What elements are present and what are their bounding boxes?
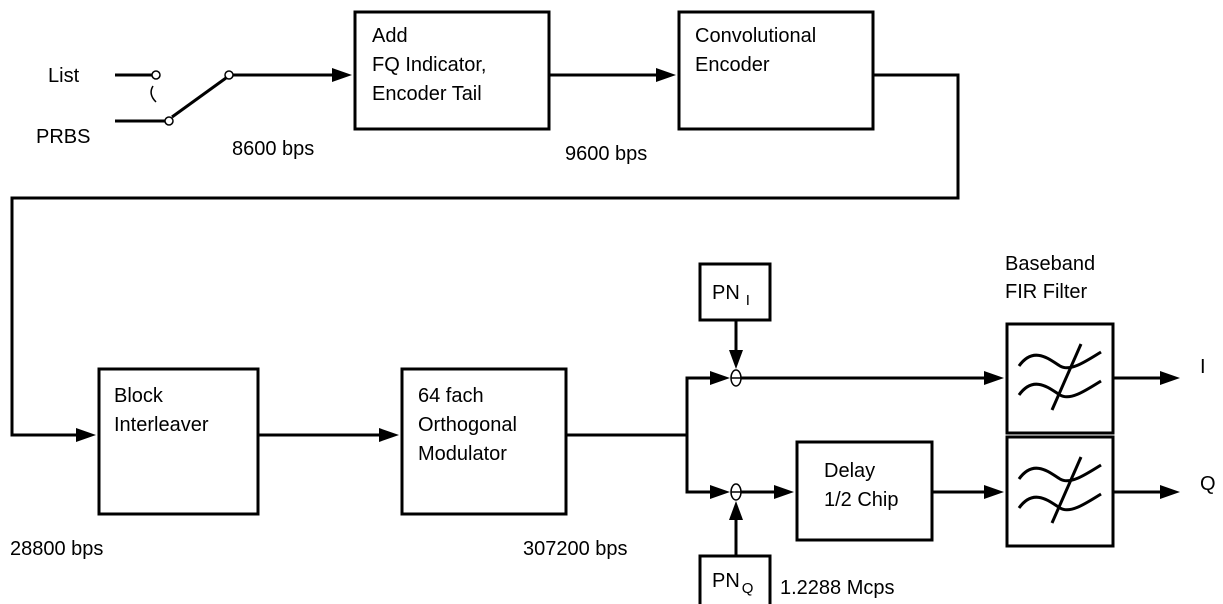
list-switch-contact	[151, 70, 161, 80]
arrow-output-i	[1160, 371, 1180, 385]
pn-i-block	[698, 262, 772, 322]
output-q-label: Q	[1200, 473, 1216, 495]
wire-split-q	[685, 435, 712, 494]
output-i-label: I	[1200, 356, 1206, 378]
modulator-line3: Modulator	[418, 443, 507, 465]
arrow-into-filter-q	[984, 485, 1004, 499]
add-block-line1: Add	[372, 25, 408, 47]
fir-filter-i	[1005, 322, 1115, 435]
arrow-into-mixer-q	[710, 485, 730, 499]
delay-line1: Delay	[824, 460, 875, 482]
orthogonal-modulator-block	[400, 367, 568, 516]
lowpass-filter-icon	[1017, 456, 1102, 524]
arrow-into-delay	[774, 485, 794, 499]
arrow-into-add	[332, 68, 352, 82]
filter-title-line1: Baseband	[1005, 253, 1095, 275]
block-interleaver	[97, 367, 260, 516]
chip-rate-label: 1.2288 Mcps	[780, 577, 895, 599]
input-prbs-label: PRBS	[36, 126, 90, 148]
filter-title-line2: FIR Filter	[1005, 281, 1088, 303]
arrow-into-interleaver	[76, 428, 96, 442]
fir-filter-q	[1005, 435, 1115, 548]
encoder-line2: Encoder	[695, 54, 770, 76]
delay-half-chip-block	[795, 440, 934, 542]
switch-mechanical-link	[150, 85, 157, 103]
arrow-output-q	[1160, 485, 1180, 499]
arrow-into-modulator	[379, 428, 399, 442]
switch-pivot	[224, 70, 234, 80]
rate-28800: 28800 bps	[10, 538, 103, 560]
add-block-line2: FQ Indicator,	[372, 54, 487, 76]
wire-encoder-to-interleaver	[10, 73, 960, 437]
delay-line2: 1/2 Chip	[824, 489, 899, 511]
rate-8600: 8600 bps	[232, 138, 314, 160]
rate-9600: 9600 bps	[565, 143, 647, 165]
modulator-line2: Orthogonal	[418, 414, 517, 436]
modulator-line1: 64 fach	[418, 385, 484, 407]
arrow-into-encoder	[656, 68, 676, 82]
switch-blade	[171, 76, 227, 119]
arrow-into-filter-i	[984, 371, 1004, 385]
rate-307200: 307200 bps	[523, 538, 628, 560]
fir-filter-i-box	[1005, 322, 1115, 435]
wire-split-i	[685, 376, 712, 435]
add-fq-indicator-block	[353, 10, 551, 131]
arrow-pn-q-up	[729, 501, 743, 520]
lowpass-filter-icon	[1017, 343, 1102, 411]
convolutional-encoder-block	[677, 10, 875, 131]
encoder-line1: Convolutional	[695, 25, 816, 47]
input-list-label: List	[48, 65, 80, 87]
arrow-into-mixer-i	[710, 371, 730, 385]
arrow-pn-i-down	[729, 350, 743, 369]
fir-filter-q-box	[1005, 435, 1115, 548]
interleaver-line1: Block	[114, 385, 164, 407]
prbs-switch-contact	[164, 116, 174, 126]
add-block-line3: Encoder Tail	[372, 83, 482, 105]
interleaver-line2: Interleaver	[114, 414, 209, 436]
